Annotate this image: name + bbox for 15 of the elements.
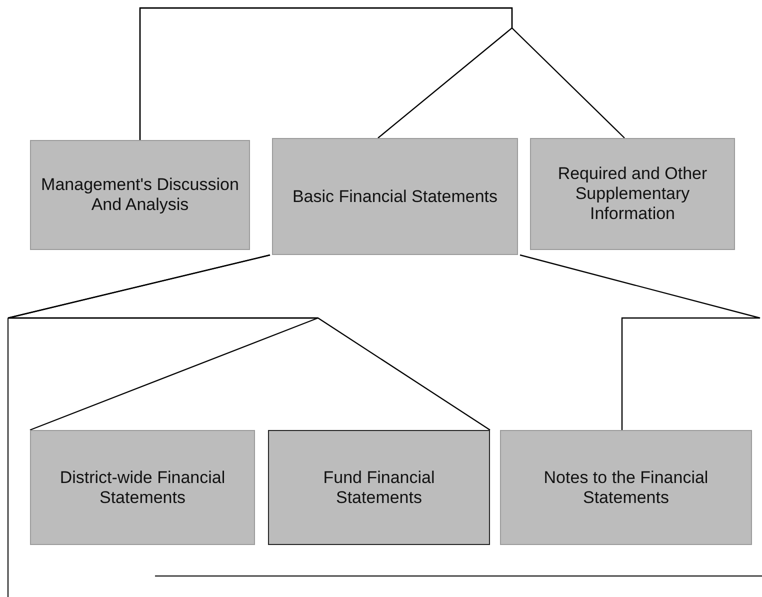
box-label: Required and Other Supplementary Information	[556, 164, 708, 224]
box-label: District-wide Financial Statements	[58, 468, 226, 508]
statement-box	[268, 430, 490, 545]
statement-box	[272, 138, 518, 255]
connector-line	[7, 254, 490, 430]
connector-line	[520, 254, 761, 430]
box-label: Basic Financial Statements	[292, 186, 498, 206]
box-label: Management's Discussion And Analysis	[41, 175, 239, 215]
box-label: Fund Financial Statements	[322, 468, 436, 508]
statement-box	[500, 430, 752, 545]
statement-box	[30, 140, 250, 250]
connector-line	[139, 7, 625, 140]
box-label: Notes to the Financial Statements	[542, 468, 710, 508]
statement-box	[530, 138, 735, 250]
statement-box	[30, 430, 255, 545]
